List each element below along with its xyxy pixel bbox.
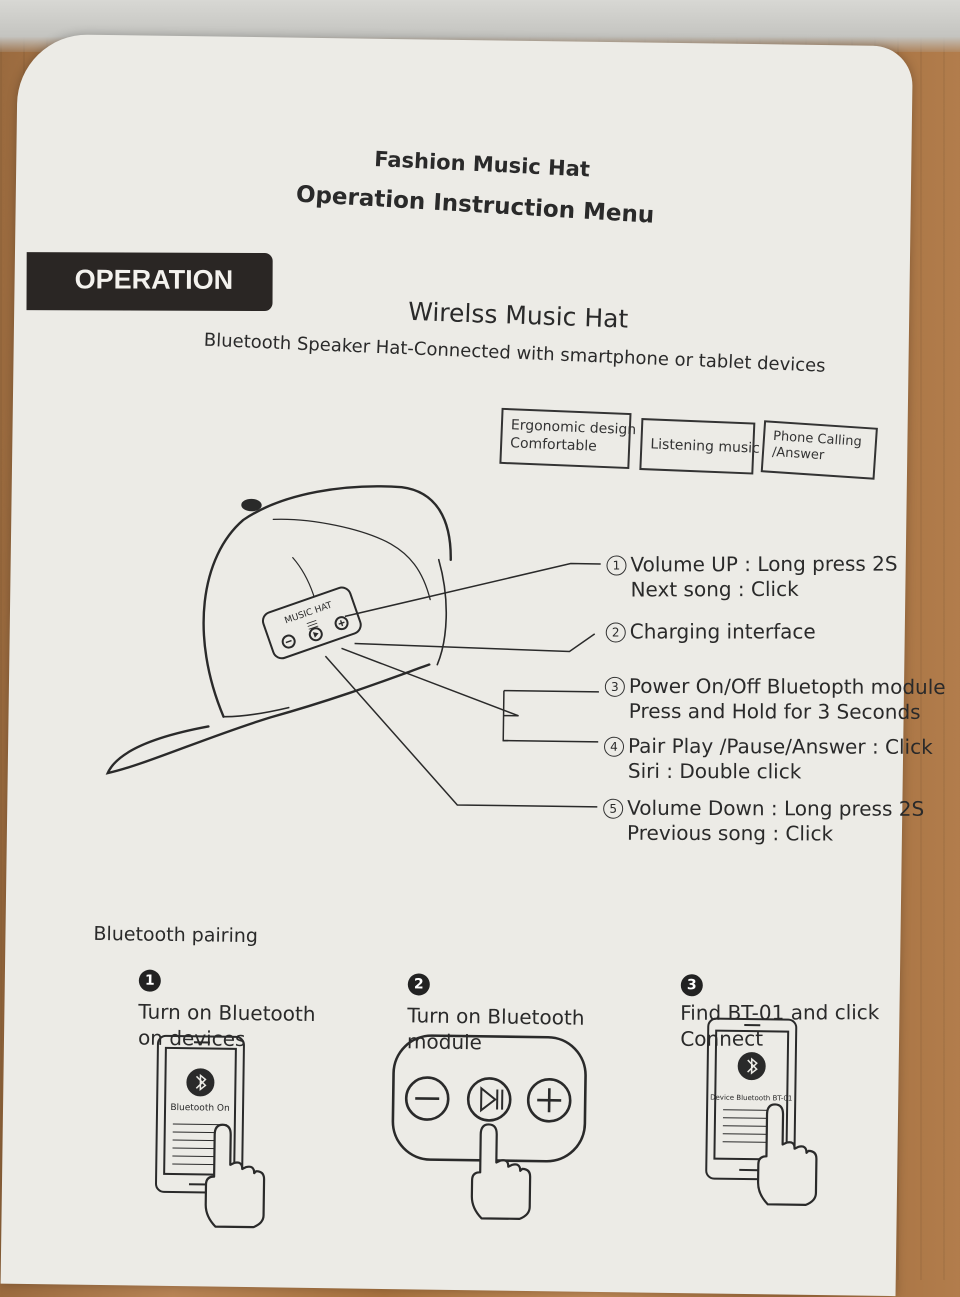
hat-control-panel: MUSIC HAT <box>261 585 364 661</box>
step-2-hand-pointer-icon <box>472 1124 531 1219</box>
step-1-line-2: on devices <box>138 1025 315 1053</box>
step-1-text: Turn on Bluetooth on devices <box>138 999 316 1053</box>
step-2-line-2: module <box>407 1028 584 1056</box>
step-3-line-1: Find BT-01 and click <box>680 999 879 1026</box>
hat-diagram: MUSIC HAT <box>1 34 913 1296</box>
play-pause-icon <box>468 1078 511 1121</box>
callout-4-line-1: Pair Play /Pause/Answer : Click <box>628 734 933 759</box>
callout-leader-lines <box>323 560 600 807</box>
callout-3-line-1: Power On/Off Bluetopth module <box>629 674 946 699</box>
callout-4-number: 4 <box>604 737 624 757</box>
step-3-screen-text: Device Bluetooth BT-01 <box>710 1094 792 1103</box>
instruction-sheet: Fashion Music Hat Operation Instruction … <box>1 34 913 1296</box>
callout-2-line-1: Charging interface <box>630 619 816 643</box>
callout-1-line-2: Next song : Click <box>607 577 898 603</box>
callout-3-line-2: Press and Hold for 3 Seconds <box>605 699 946 725</box>
callout-5-line-1: Volume Down : Long press 2S <box>627 796 924 821</box>
step-1-line-1: Turn on Bluetooth <box>138 999 315 1027</box>
step-3-text: Find BT-01 and click Connect <box>680 999 879 1052</box>
callout-3-number: 3 <box>605 677 625 697</box>
callout-4-line-2: Siri : Double click <box>604 759 933 785</box>
document-content: Fashion Music Hat Operation Instruction … <box>1 34 913 1296</box>
callout-1-number: 1 <box>606 555 626 575</box>
callout-5-line-2: Previous song : Click <box>603 821 924 847</box>
step-3-line-2: Connect <box>680 1025 879 1052</box>
step-1-screen-text: Bluetooth On <box>170 1103 229 1114</box>
pairing-heading: Bluetooth pairing <box>93 923 258 947</box>
callout-5-number: 5 <box>603 799 623 819</box>
callout-2-number: 2 <box>606 622 626 642</box>
step-2-line-1: Turn on Bluetooth <box>407 1002 584 1030</box>
step-2-text: Turn on Bluetooth module <box>407 1002 585 1056</box>
callout-1-line-1: Volume UP : Long press 2S <box>630 552 897 577</box>
